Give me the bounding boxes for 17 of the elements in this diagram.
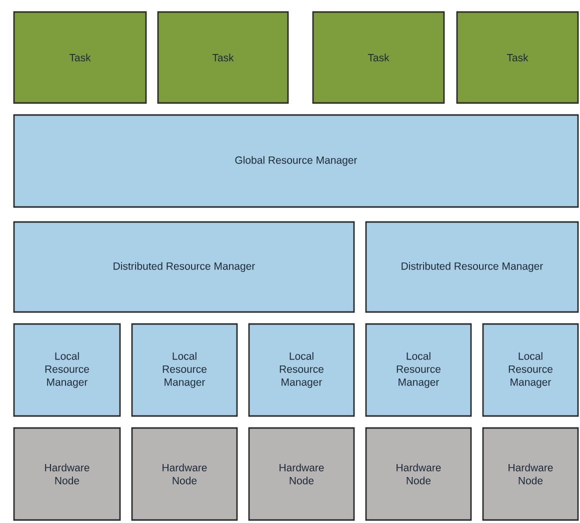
- hardware-box: Hardware Node: [482, 427, 579, 521]
- manager-box: Distributed Resource Manager: [13, 221, 355, 313]
- manager-box: Global Resource Manager: [13, 114, 579, 208]
- manager-box: Local Resource Manager: [248, 323, 355, 417]
- task-box: Task: [13, 11, 147, 104]
- manager-box: Local Resource Manager: [13, 323, 121, 417]
- hardware-box: Hardware Node: [248, 427, 355, 521]
- manager-box: Local Resource Manager: [131, 323, 238, 417]
- hardware-box: Hardware Node: [365, 427, 472, 521]
- hardware-box: Hardware Node: [13, 427, 121, 521]
- manager-box: Distributed Resource Manager: [365, 221, 579, 313]
- task-box: Task: [456, 11, 579, 104]
- hardware-box: Hardware Node: [131, 427, 238, 521]
- manager-box: Local Resource Manager: [482, 323, 579, 417]
- task-box: Task: [312, 11, 445, 104]
- manager-box: Local Resource Manager: [365, 323, 472, 417]
- task-box: Task: [157, 11, 289, 104]
